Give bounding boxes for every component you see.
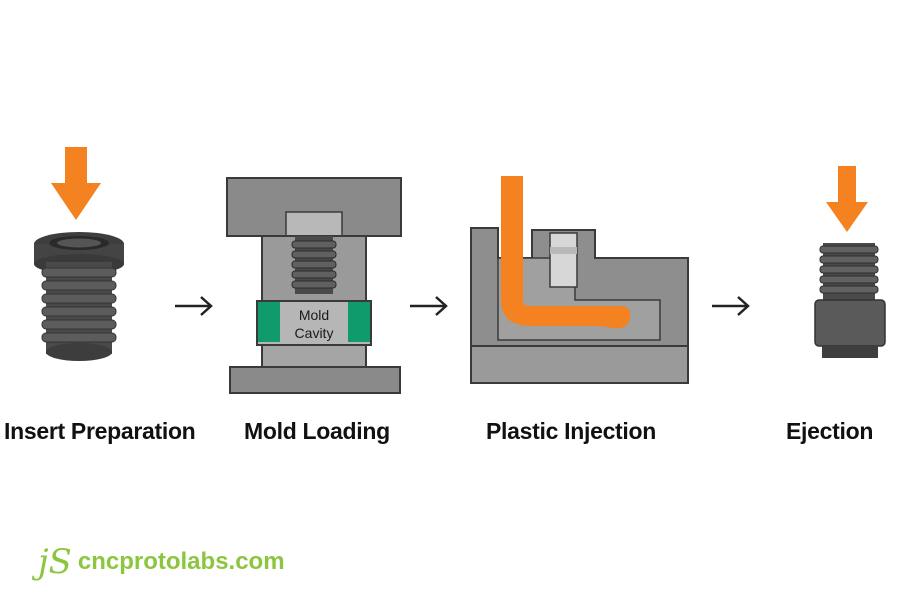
mold-press-icon xyxy=(226,177,402,394)
ejected-part-icon xyxy=(814,243,886,358)
step4-down-arrow-icon xyxy=(826,166,868,232)
step-label-ejection: Ejection xyxy=(786,418,874,444)
threaded-insert-icon xyxy=(34,232,124,361)
step1-down-arrow-icon xyxy=(51,147,101,220)
right-arrow-icon xyxy=(410,296,448,316)
brand-logo-mark: jS xyxy=(38,542,72,582)
right-arrow-icon xyxy=(175,296,213,316)
step-label-insert-preparation: Insert Preparation xyxy=(4,418,196,444)
brand-domain: cncprotolabs.com xyxy=(77,548,285,575)
injection-mold-icon xyxy=(470,176,689,384)
mold-cavity-label-line2: Cavity xyxy=(294,325,334,341)
brand-logo: jS cncprotolabs.com xyxy=(38,540,285,584)
right-arrow-icon xyxy=(712,296,750,316)
step-label-mold-loading: Mold Loading xyxy=(244,418,390,444)
step-label-plastic-injection: Plastic Injection xyxy=(486,418,657,444)
mold-cavity-label-line1: Mold xyxy=(298,307,330,323)
